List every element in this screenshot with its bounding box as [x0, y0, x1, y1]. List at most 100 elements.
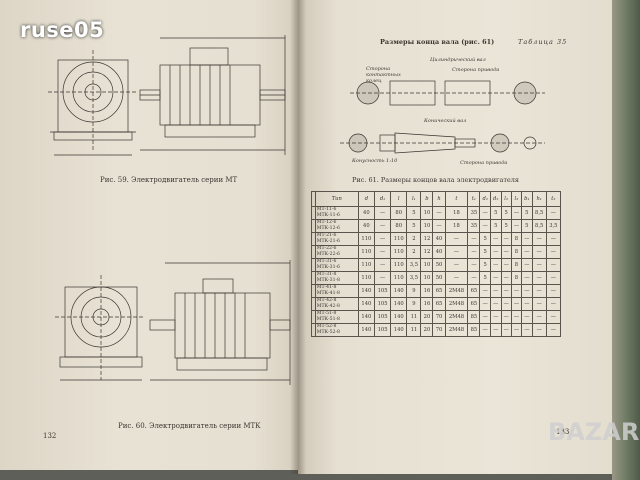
table-cell: — — [545, 310, 562, 324]
table-cell: 110 — [390, 271, 408, 285]
label-drive-side: Сторона привода — [452, 67, 500, 73]
table-cell: — — [373, 258, 392, 272]
table-cell: 12 — [420, 232, 434, 246]
motor-type-cell: МТ-31-6 МТК-31-6 — [314, 258, 359, 272]
table-cell: — — [500, 297, 512, 311]
table-cell: — — [467, 271, 481, 285]
table-header-cell: d₂ — [479, 191, 491, 207]
table-cell: 12 — [420, 245, 434, 259]
table-cell: 2М48 — [444, 310, 469, 324]
table-header-cell: Тип — [314, 191, 359, 207]
table-cell: 40 — [432, 245, 446, 259]
table-header-cell: b₁ — [521, 191, 533, 207]
table-cell: — — [490, 245, 502, 259]
table-header-cell: t₂ — [545, 191, 562, 207]
table-cell: 105 — [373, 297, 392, 311]
table-cell: 10 — [420, 219, 434, 233]
table-cell: 5 — [500, 219, 512, 233]
table-cell: 110 — [357, 271, 375, 285]
table-cell: 8 — [510, 245, 523, 259]
label-slip-ring-side: Сторона контактных колец — [366, 66, 401, 84]
table-cell: 8 — [510, 271, 523, 285]
table-cell: — — [490, 297, 502, 311]
table-cell: — — [521, 271, 533, 285]
table-cell: — — [490, 310, 502, 324]
table-cell: — — [521, 245, 533, 259]
table-cell: 85 — [467, 310, 481, 324]
table-cell: — — [373, 232, 392, 246]
table-cell: — — [545, 323, 562, 337]
table-cell: 105 — [373, 284, 392, 298]
table-cell: — — [521, 323, 533, 337]
table-cell: — — [467, 232, 481, 246]
motor-type-cell: МТ-51-8 МТК-51-8 — [314, 310, 359, 324]
table-cell: — — [490, 323, 502, 337]
table-cell: 11 — [406, 310, 422, 324]
table-header-cell: b — [420, 191, 434, 207]
table-cell: — — [510, 297, 523, 311]
motor-mt-drawing — [48, 35, 286, 156]
site-watermark: BAZAR — [548, 418, 640, 446]
table-cell: 35 — [467, 219, 481, 233]
table-cell: 5 — [406, 206, 422, 220]
table-cell: 110 — [357, 258, 375, 272]
table-header-cell: d — [357, 191, 375, 207]
table-cell: 50 — [432, 271, 446, 285]
table-header-cell: d₁ — [373, 191, 392, 207]
table-cell: — — [467, 245, 481, 259]
table-cell: — — [479, 284, 491, 298]
label-conical-shaft: Конический вал — [424, 118, 467, 124]
table-header-cell: h — [432, 191, 446, 207]
table-cell: 110 — [390, 232, 408, 246]
table-cell: 70 — [432, 323, 446, 337]
table-cell: — — [531, 245, 547, 259]
table-cell: 8 — [510, 258, 523, 272]
table-cell: — — [521, 258, 533, 272]
table-cell: — — [545, 245, 562, 259]
label-drive-side-bottom: Сторона привода — [460, 160, 508, 166]
figure-60-caption: Рис. 60. Электродвигатель серии МТК — [118, 422, 261, 430]
table-cell: 2 — [406, 245, 422, 259]
table-cell: 140 — [390, 323, 408, 337]
table-header-cell: l₂ — [500, 191, 512, 207]
table-cell: 9 — [406, 297, 422, 311]
table-cell: 2М48 — [444, 323, 469, 337]
table-cell: — — [444, 245, 469, 259]
table-cell: — — [467, 258, 481, 272]
table-cell: 5 — [521, 206, 533, 220]
label-taper: Конусность 1:10 — [352, 158, 398, 164]
table-cell: — — [479, 297, 491, 311]
table-cell: — — [500, 271, 512, 285]
table-cell: 10 — [420, 206, 434, 220]
table-cell: — — [531, 323, 547, 337]
table-cell: — — [490, 284, 502, 298]
table-header-cell: t — [444, 191, 469, 207]
motor-type-cell: МТ-31-8 МТК-31-8 — [314, 271, 359, 285]
table-cell: 16 — [420, 284, 434, 298]
table-cell: 80 — [390, 219, 408, 233]
table-cell: — — [545, 297, 562, 311]
table-cell: — — [373, 219, 392, 233]
table-cell: 11 — [406, 323, 422, 337]
table-cell: 140 — [390, 284, 408, 298]
table-cell: 5 — [479, 258, 491, 272]
table-cell: 50 — [432, 258, 446, 272]
table-cell: — — [531, 232, 547, 246]
table-cell: 16 — [420, 297, 434, 311]
table-cell: 140 — [357, 310, 375, 324]
table-cell: 5 — [521, 219, 533, 233]
book-gutter — [290, 0, 306, 474]
table-cell: — — [531, 284, 547, 298]
figure-61-caption: Рис. 61. Размеры концов вала электродвиг… — [352, 176, 520, 184]
table-cell: 110 — [357, 232, 375, 246]
table-cell: 18 — [444, 219, 469, 233]
table-cell: 8,5 — [531, 219, 547, 233]
table-header-cell: h₁ — [531, 191, 547, 207]
table-cell: — — [500, 284, 512, 298]
